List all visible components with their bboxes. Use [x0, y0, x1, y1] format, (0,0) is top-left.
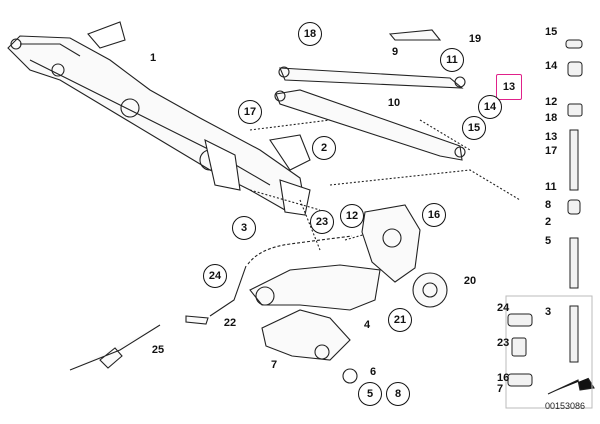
- callout-23[interactable]: 23: [310, 210, 334, 234]
- side-label-11[interactable]: 11: [545, 181, 557, 193]
- reference-code: 00153086: [545, 401, 586, 411]
- side-label-14[interactable]: 14: [545, 60, 558, 72]
- callout-21[interactable]: 21: [388, 308, 412, 332]
- callout-1[interactable]: 1: [149, 52, 157, 64]
- side-label-15[interactable]: 15: [545, 26, 558, 38]
- callout-6[interactable]: 6: [369, 366, 377, 378]
- side-label-13[interactable]: 13: [545, 131, 558, 143]
- callout-10[interactable]: 10: [387, 97, 401, 109]
- callout-5[interactable]: 5: [358, 382, 382, 406]
- bottom-label-23[interactable]: 23: [497, 337, 510, 349]
- callout-9[interactable]: 9: [391, 46, 399, 58]
- side-label-3[interactable]: 3: [545, 306, 552, 318]
- side-label-8[interactable]: 8: [545, 199, 552, 211]
- callout-7[interactable]: 7: [270, 359, 278, 371]
- callout-22[interactable]: 22: [223, 317, 237, 329]
- callout-13-highlight[interactable]: 13: [496, 74, 522, 100]
- callout-3[interactable]: 3: [232, 216, 256, 240]
- callout-18[interactable]: 18: [298, 22, 322, 46]
- callout-12[interactable]: 12: [340, 204, 364, 228]
- callout-14[interactable]: 14: [478, 95, 502, 119]
- callout-2[interactable]: 2: [312, 136, 336, 160]
- callout-8[interactable]: 8: [386, 382, 410, 406]
- callout-24[interactable]: 24: [203, 264, 227, 288]
- callout-20[interactable]: 20: [463, 275, 477, 287]
- callout-19[interactable]: 19: [468, 33, 482, 45]
- callout-4[interactable]: 4: [363, 319, 371, 331]
- callout-17[interactable]: 17: [238, 100, 262, 124]
- side-label-18[interactable]: 18: [545, 112, 558, 124]
- bottom-label-7[interactable]: 7: [497, 383, 504, 395]
- side-label-12[interactable]: 12: [545, 96, 558, 108]
- callout-15[interactable]: 15: [462, 116, 486, 140]
- callout-11[interactable]: 11: [440, 48, 464, 72]
- callout-16[interactable]: 16: [422, 203, 446, 227]
- side-label-17[interactable]: 17: [545, 145, 558, 157]
- bottom-label-24[interactable]: 24: [497, 302, 510, 314]
- bottom-label-16[interactable]: 16: [497, 372, 510, 384]
- callout-25[interactable]: 25: [151, 344, 165, 356]
- side-label-5[interactable]: 5: [545, 235, 552, 247]
- side-label-2[interactable]: 2: [545, 216, 552, 228]
